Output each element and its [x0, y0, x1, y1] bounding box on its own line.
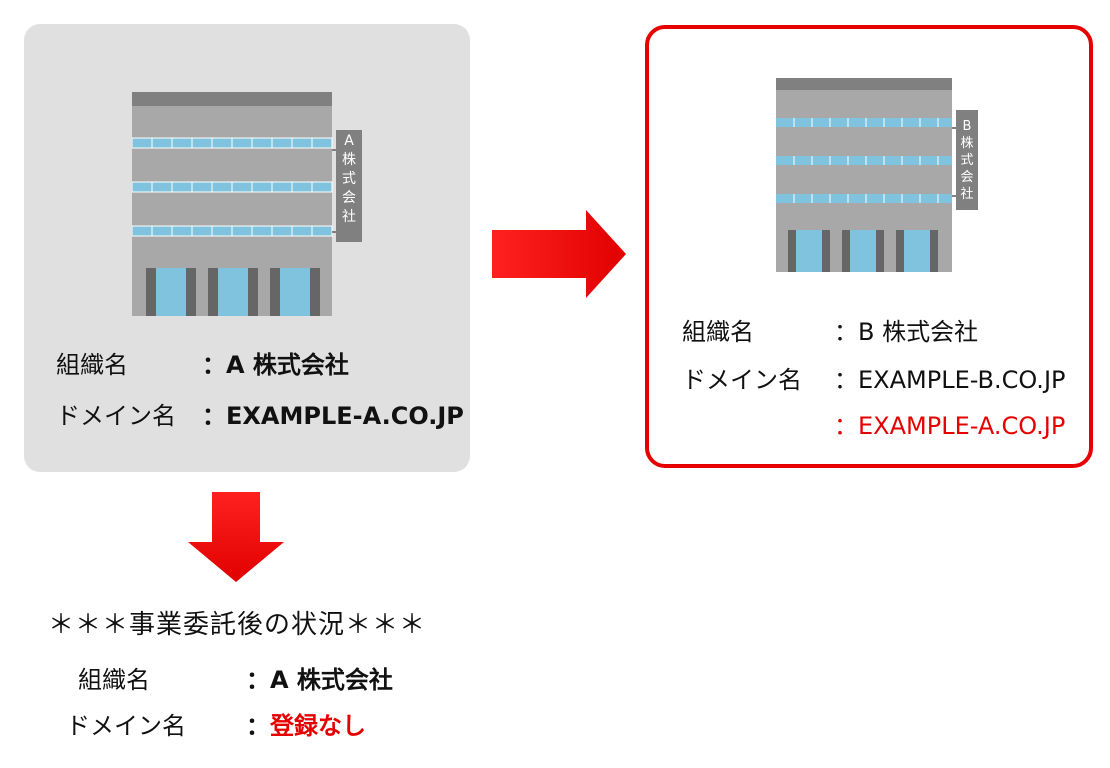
- building-a-icon: [132, 92, 362, 316]
- org-label: 組織名: [78, 666, 150, 694]
- down-arrow-icon: [188, 492, 284, 582]
- sign-char: 社: [960, 187, 974, 202]
- org-label: 組織名: [682, 318, 754, 346]
- sign-char: 会: [960, 170, 974, 185]
- org-label: 組織名: [56, 351, 128, 379]
- org-b-domain-row-2: ：EXAMPLE-A.CO.JP: [834, 406, 1065, 441]
- after-domain-row: ドメイン名 ： 登録なし: [66, 706, 366, 741]
- sign-char: 式: [960, 153, 974, 168]
- after-org-row: 組織名 ：A 株式会社: [78, 660, 393, 695]
- org-value: ：B 株式会社: [834, 318, 979, 346]
- sign-char: 会: [342, 190, 356, 206]
- sign-char: 株: [342, 152, 356, 168]
- org-value: ：A 株式会社: [202, 351, 349, 379]
- domain-value: ：EXAMPLE-A.CO.JP: [202, 402, 464, 430]
- org-b-domain-row: ドメイン名 ：EXAMPLE-B.CO.JP: [682, 360, 1066, 395]
- sign-char: A: [344, 133, 354, 149]
- org-b-name-row: 組織名 ：B 株式会社: [682, 312, 978, 347]
- domain-label: ドメイン名: [682, 366, 802, 394]
- sign-char: 式: [342, 171, 356, 187]
- domain-value: ：EXAMPLE-B.CO.JP: [834, 366, 1066, 394]
- right-arrow-icon: [492, 210, 626, 298]
- sign-char: 株: [960, 136, 974, 151]
- building-b-icon: [776, 78, 978, 272]
- building-a-sign: A 株 式 会 社: [336, 132, 362, 227]
- domain-colon: ：: [246, 712, 270, 740]
- sign-char: 社: [342, 209, 356, 225]
- sign-char: B: [962, 119, 972, 134]
- domain-label: ドメイン名: [56, 402, 176, 430]
- org-a-domain-row: ドメイン名 ：EXAMPLE-A.CO.JP: [56, 396, 464, 431]
- after-status-heading: ＊＊＊事業委託後の状況＊＊＊: [48, 610, 427, 640]
- org-a-name-row: 組織名 ：A 株式会社: [56, 345, 349, 380]
- org-value: ：A 株式会社: [246, 666, 393, 694]
- domain-label: ドメイン名: [66, 712, 186, 740]
- domain-status-value: 登録なし: [270, 712, 366, 740]
- building-b-sign: B 株 式 会 社: [956, 118, 978, 203]
- domain-value-transferred: ：EXAMPLE-A.CO.JP: [834, 412, 1066, 440]
